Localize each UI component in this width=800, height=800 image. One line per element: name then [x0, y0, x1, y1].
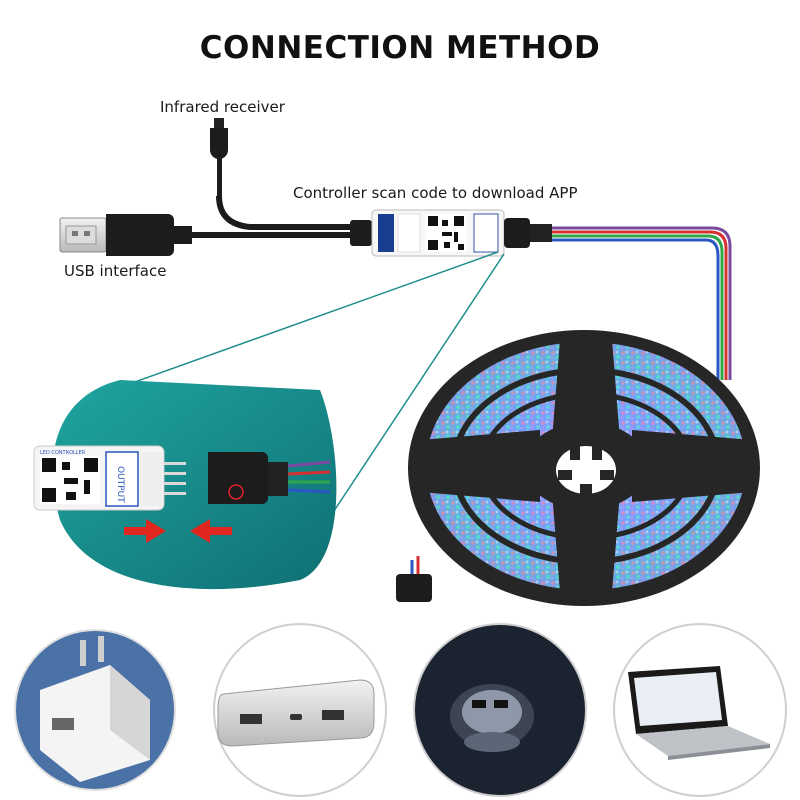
laptop-icon [628, 666, 770, 760]
callout-line-bottom [327, 253, 505, 521]
power-source-power-bank [213, 623, 387, 797]
infrared-cable [216, 195, 352, 230]
arrow-right-icon [124, 519, 166, 543]
controller-label: Controller scan code to download APP [293, 184, 578, 202]
arrow-left-icon [190, 519, 232, 543]
infrared-receiver [210, 118, 228, 196]
power-bank-icon [217, 679, 375, 747]
zoom-output-text: OUTPUT [115, 466, 125, 503]
bottom-divider [0, 794, 800, 800]
car-charger-icon [450, 684, 534, 752]
callout-zoom [33, 380, 337, 590]
bluetooth-controller [350, 209, 552, 257]
zoom-qr-code-icon [40, 456, 100, 504]
power-source-wall-charger [14, 629, 176, 791]
led-strip-reel [408, 330, 760, 606]
wall-charger-icon [40, 636, 150, 782]
usb-interface-label: USB interface [64, 262, 167, 280]
power-source-car-charger [413, 623, 587, 797]
page-title: CONNECTION METHOD [199, 30, 601, 66]
hub-icon [558, 446, 614, 496]
zoom-header-text: LED CONTROLLER [40, 450, 86, 456]
callout-line-top [117, 251, 499, 389]
strip-end-connector [396, 556, 432, 602]
power-source-laptop [613, 623, 787, 797]
rgb-cable [552, 226, 732, 380]
qr-code-icon [426, 214, 466, 252]
usb-connector [59, 214, 192, 256]
infrared-receiver-label: Infrared receiver [160, 98, 285, 116]
